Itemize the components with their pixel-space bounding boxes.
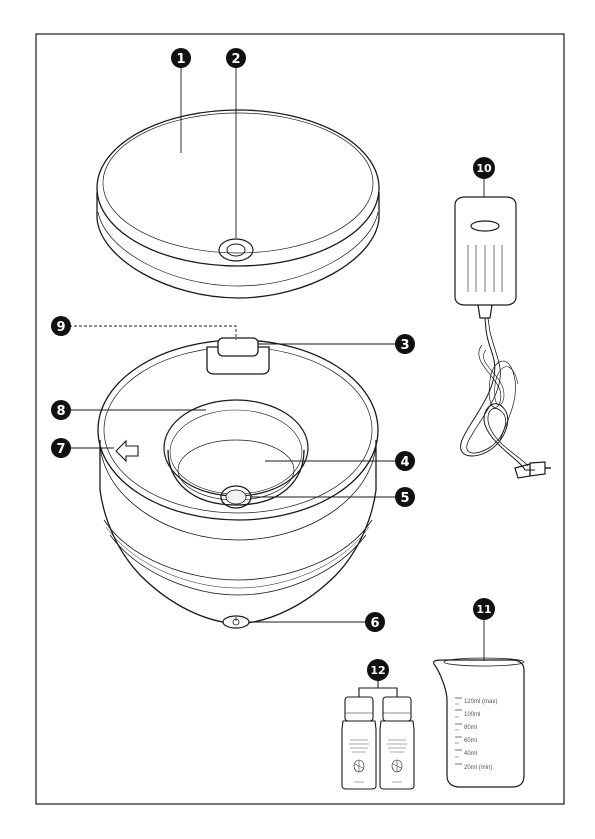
callout-3: 3 <box>395 334 415 354</box>
callout-10: 10 <box>473 157 495 179</box>
callout-1: 1 <box>171 48 191 68</box>
cup-mark-80: 80ml <box>464 725 477 731</box>
callout-8: 8 <box>51 400 71 420</box>
cup-mark-60: 60ml <box>464 738 477 744</box>
callout-7-label: 7 <box>56 442 65 457</box>
diffuser-base <box>98 340 378 624</box>
oil-bottle-right <box>380 697 414 789</box>
callout-6-label: 6 <box>370 616 379 631</box>
callout-11-label: 11 <box>476 603 491 616</box>
bottle-bracket <box>359 681 397 697</box>
callout-1-label: 1 <box>176 52 185 67</box>
callout-2: 2 <box>226 48 246 68</box>
lid-handle-notch <box>207 338 269 374</box>
callout-11: 11 <box>473 598 495 620</box>
bottle-label-lines <box>349 740 407 782</box>
callout-9-label: 9 <box>56 320 65 335</box>
lid <box>97 110 379 298</box>
callout-3-label: 3 <box>400 338 409 353</box>
callout-10-label: 10 <box>476 162 492 175</box>
cup-mark-100: 100ml <box>464 712 480 718</box>
callout-12-label: 12 <box>370 664 385 677</box>
callout-6: 6 <box>365 612 385 632</box>
callout-9: 9 <box>51 316 71 336</box>
callout-4-label: 4 <box>400 455 409 470</box>
callout-2-label: 2 <box>231 52 240 67</box>
callout-5: 5 <box>395 487 415 507</box>
power-adapter <box>455 197 551 478</box>
air-outlet-arrow-icon <box>116 441 138 461</box>
cup-mark-120: 120ml (max) <box>464 699 497 705</box>
cup-mark-20: 20ml (min) <box>464 765 492 771</box>
power-button <box>223 616 249 628</box>
callout-4: 4 <box>395 451 415 471</box>
leader-line-9-dashed <box>69 326 236 340</box>
leader-lines <box>69 67 484 661</box>
callout-5-label: 5 <box>400 491 409 506</box>
callout-7: 7 <box>51 438 71 458</box>
cup-mark-40: 40ml <box>464 751 477 757</box>
callout-12: 12 <box>367 659 389 681</box>
callout-8-label: 8 <box>56 404 65 419</box>
lid-vent-hole <box>219 239 253 261</box>
oil-bottle-left <box>342 697 376 789</box>
